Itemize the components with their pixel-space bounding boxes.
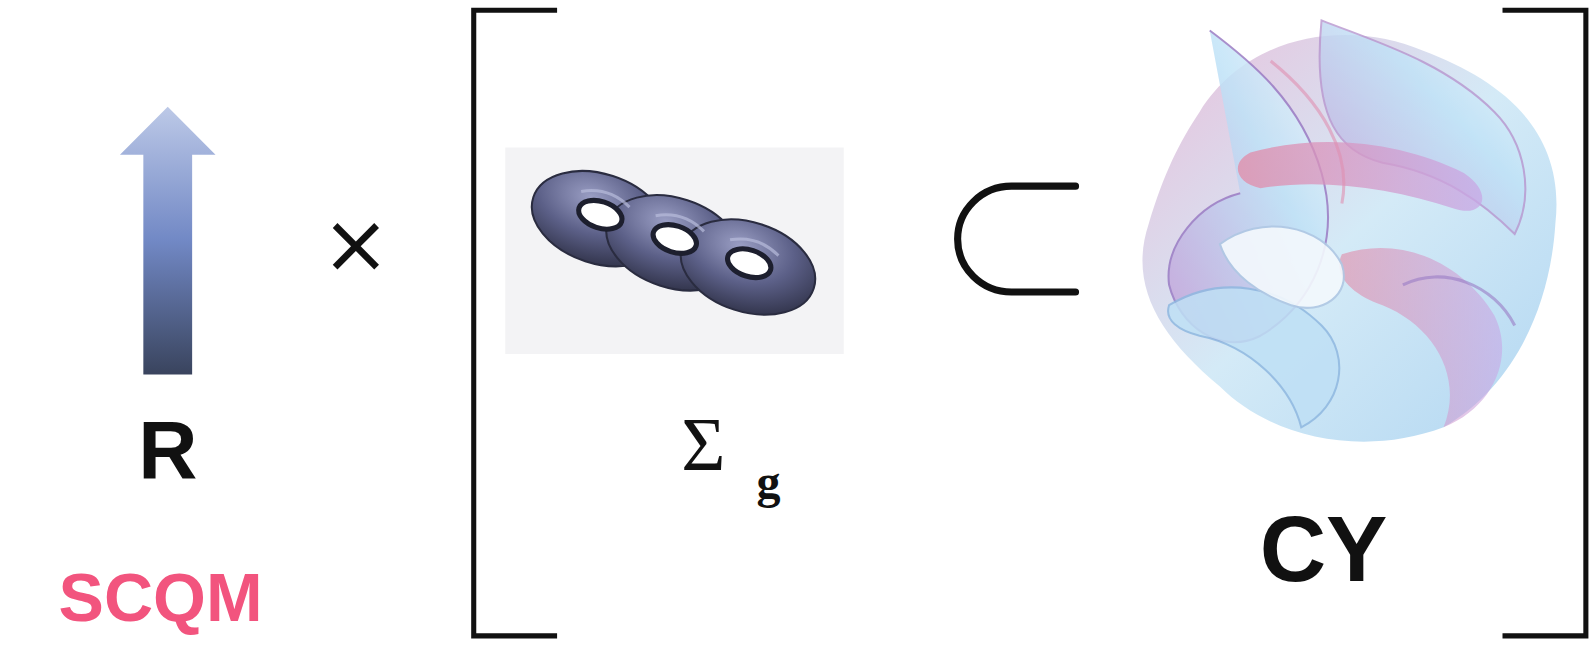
surface-label: Σ xyxy=(681,406,725,482)
subset-symbol xyxy=(958,186,1076,292)
riemann-surface xyxy=(505,148,844,355)
model-label: SCQM xyxy=(59,563,263,631)
product-symbol: × xyxy=(321,203,390,285)
manifold-label: CY xyxy=(1260,503,1388,595)
time-arrow xyxy=(120,107,216,375)
genus-subscript: g xyxy=(757,458,781,506)
axis-label: R xyxy=(138,409,197,491)
calabi-yau xyxy=(1142,20,1556,441)
